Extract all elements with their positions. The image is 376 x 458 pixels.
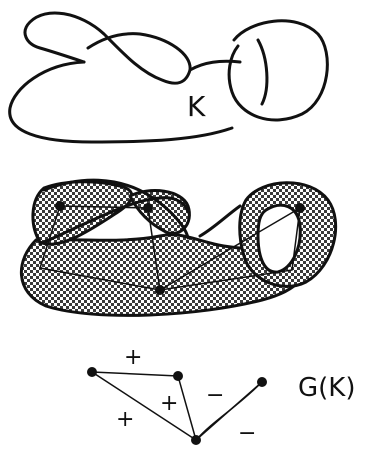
- embedded-graph-vertices: [55, 201, 305, 295]
- graph-vertex: [173, 371, 183, 381]
- knot-strands-middle: [38, 178, 242, 246]
- graph-vertex: [87, 367, 97, 377]
- edge-sign: +: [116, 407, 134, 432]
- graph-vertex: [143, 203, 153, 213]
- edge-sign: −: [206, 383, 224, 408]
- graph-edge: [177, 375, 197, 441]
- graph-vertex: [295, 203, 305, 213]
- graph-edge: [91, 371, 179, 377]
- knot-label: K: [187, 90, 206, 123]
- graph-gk: + + + − − G(K): [87, 345, 355, 446]
- graph-label: G(K): [298, 373, 355, 403]
- graph-vertex: [155, 285, 165, 295]
- edge-sign: −: [238, 421, 256, 446]
- graph-edge: [91, 371, 197, 441]
- edge-sign: +: [160, 391, 178, 416]
- graph-vertex: [257, 377, 267, 387]
- knot-k: [8, 11, 329, 144]
- graph-vertex: [55, 201, 65, 211]
- checkerboard-regions: [20, 180, 338, 317]
- graph-edge: [195, 381, 263, 441]
- embedded-graph-edges: [39, 205, 301, 291]
- edge-sign: +: [124, 345, 142, 370]
- graph-vertex: [191, 435, 201, 445]
